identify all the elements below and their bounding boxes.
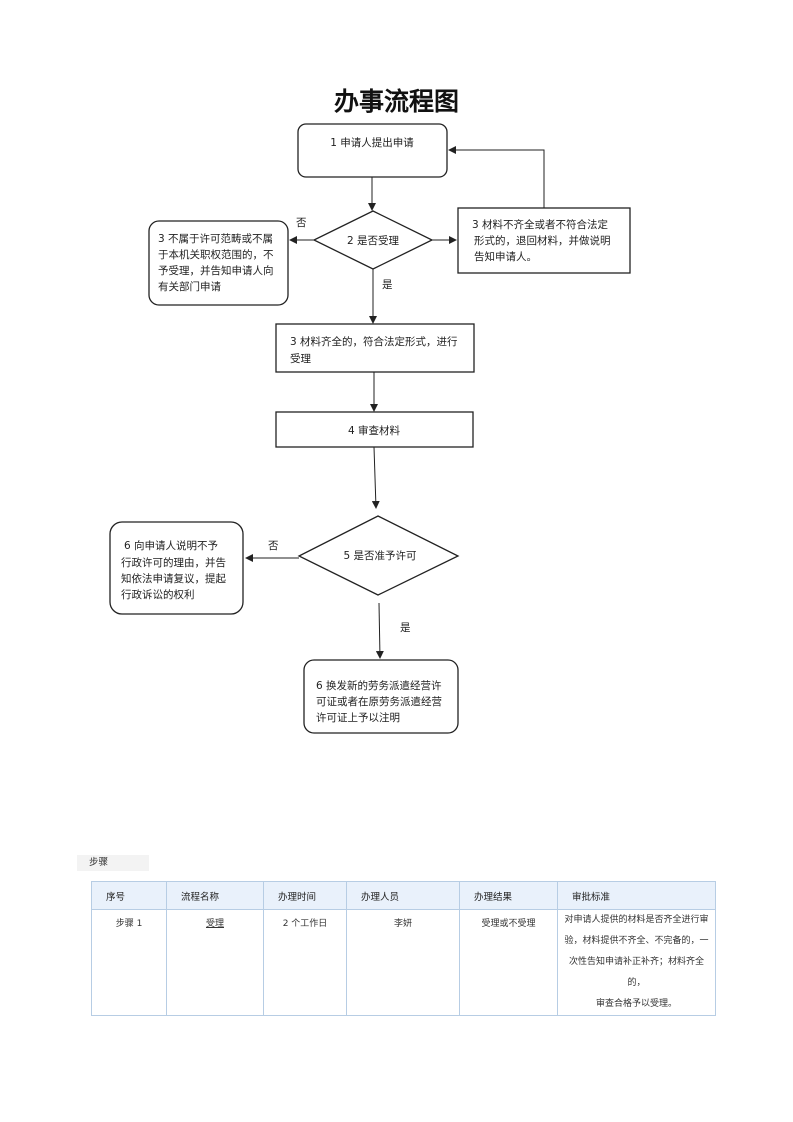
header-seq: 序号: [91, 881, 167, 910]
step-name-link[interactable]: 受理: [205, 919, 224, 929]
node-deny-line3: 知依法申请复议，提起: [121, 572, 226, 585]
header-time: 办理时间: [263, 881, 347, 910]
header-result: 办理结果: [459, 881, 558, 910]
header-criteria: 审批标准: [557, 881, 716, 910]
cell-staff: 李妍: [346, 909, 460, 1016]
node-grant-line3: 许可证上予以注明: [316, 711, 400, 724]
criteria-line-2: 验，材料提供不齐全、不完备的，一: [564, 936, 709, 946]
label-no-2: 否: [268, 540, 279, 552]
label-yes-2: 是: [400, 622, 411, 634]
page-title: 办事流程图: [333, 87, 459, 116]
node-reject-scope-line2: 于本机关职权范围的，不: [158, 248, 274, 261]
node-review-label: 4 审查材料: [348, 424, 401, 437]
decision-accept-label: 2 是否受理: [347, 235, 400, 247]
flowchart: 1 申请人提出申请 2 是否受理 3 不属于许可范畴或不属 于本机关职权范围的，…: [109, 123, 631, 734]
decision-permit-label: 5 是否准予许可: [343, 549, 416, 562]
node-apply: [297, 123, 448, 178]
node-review: [275, 411, 474, 448]
node-deny: [109, 521, 244, 615]
node-grant: [303, 659, 459, 734]
node-return-materials-line1: 3 材料不齐全或者不符合法定: [472, 218, 609, 231]
node-grant-line2: 可证或者在原劳务派遣经营: [316, 695, 442, 708]
node-apply-label: 1 申请人提出申请: [330, 136, 414, 149]
node-deny-line1: 6 向申请人说明不予: [124, 539, 218, 552]
node-reject-scope-line3: 予受理，并告知申请人向: [158, 264, 274, 277]
cell-result: 受理或不受理: [459, 909, 558, 1016]
node-deny-line2: 行政许可的理由，并告: [121, 556, 226, 569]
node-return-materials-line2: 形式的，退回材料，并做说明: [474, 234, 611, 247]
node-accept: [275, 323, 475, 373]
header-name: 流程名称: [166, 881, 264, 910]
node-reject-scope-line4: 有关部门申请: [158, 280, 221, 293]
label-yes-1: 是: [382, 279, 393, 291]
cell-seq: 步骤 1: [91, 909, 167, 1016]
table-row: 步骤 1 受理 2 个工作日 李妍 受理或不受理 对申请人提供的材料是否齐全进行…: [91, 909, 716, 1016]
criteria-line-4: 审查合格予以受理。: [595, 999, 677, 1009]
decision-permit: [297, 515, 460, 596]
steps-table-header: 序号 流程名称 办理时间 办理人员 办理结果 审批标准: [91, 881, 716, 910]
steps-section-label: 步骤: [77, 855, 149, 871]
node-grant-line1: 6 换发新的劳务派遣经营许: [316, 679, 442, 692]
node-accept-line2: 受理: [290, 353, 311, 365]
header-staff: 办理人员: [346, 881, 460, 910]
node-accept-line1: 3 材料齐全的，符合法定形式，进行: [290, 335, 458, 348]
criteria-line-1: 对申请人提供的材料是否齐全进行审: [564, 915, 709, 925]
node-return-materials: [457, 207, 631, 274]
cell-time: 2 个工作日: [263, 909, 347, 1016]
cell-criteria: 对申请人提供的材料是否齐全进行审 验，材料提供不齐全、不完备的，一 次性告知申请…: [557, 909, 716, 1016]
label-no-1: 否: [296, 217, 307, 229]
node-reject-scope: [148, 220, 289, 306]
node-return-materials-line3: 告知申请人。: [474, 250, 537, 263]
cell-name: 受理: [166, 909, 264, 1016]
steps-table: 序号 流程名称 办理时间 办理人员 办理结果 审批标准 步骤 1 受理 2 个工…: [91, 881, 716, 1016]
criteria-line-3: 次性告知申请补正补齐；材料齐全的，: [568, 957, 704, 988]
node-reject-scope-line1: 3 不属于许可范畴或不属: [158, 232, 273, 245]
node-deny-line4: 行政诉讼的权利: [121, 588, 195, 601]
